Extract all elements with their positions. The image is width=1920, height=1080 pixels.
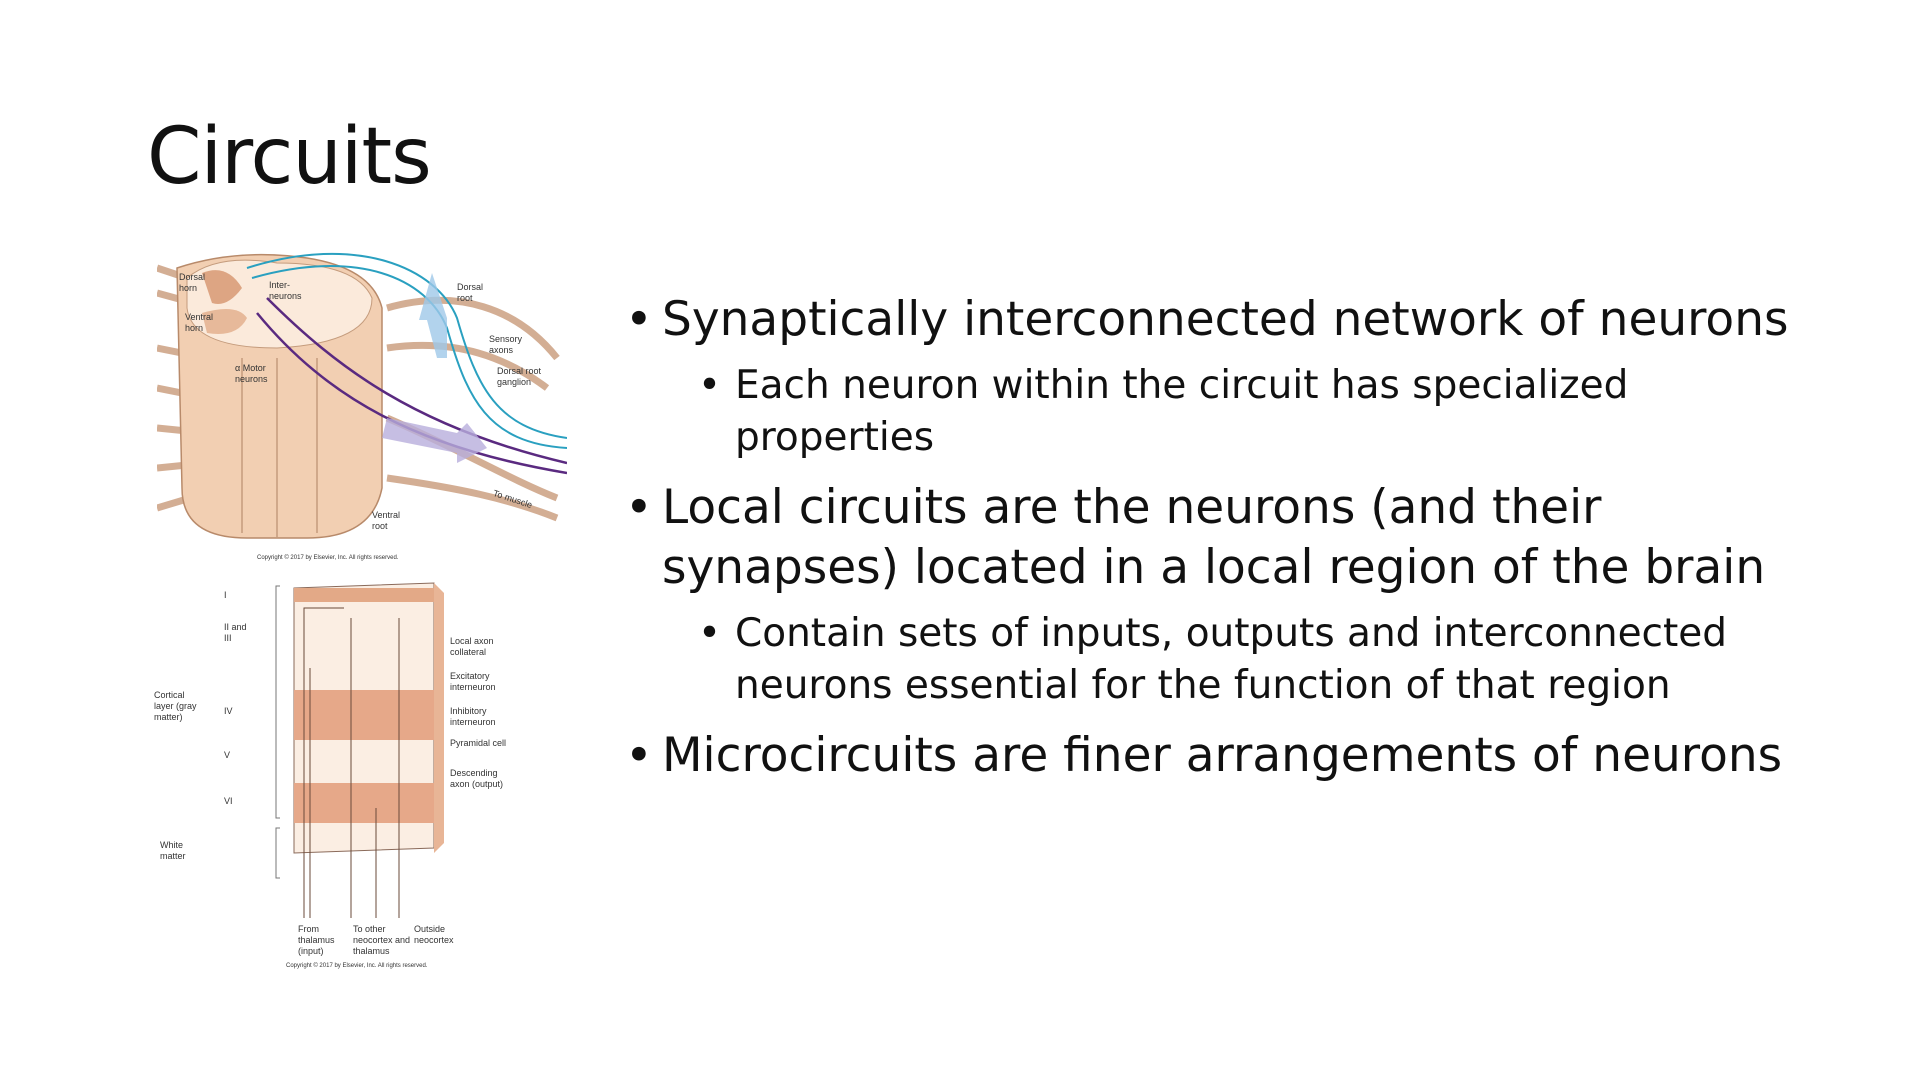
copyright-cortex: Copyright © 2017 by Elsevier, Inc. All r… (286, 963, 428, 969)
layer-IV: IV (224, 706, 233, 716)
label-dorsal-root: Dorsal root (457, 282, 484, 303)
layer-V: V (224, 750, 231, 760)
copyright-spinal: Copyright © 2017 by Elsevier, Inc. All r… (257, 555, 399, 561)
sensory-arrow-icon (419, 273, 447, 358)
label-to-other: To other neocortex and thalamus (353, 924, 411, 956)
bullet-3: Microcircuits are finer arrangements of … (625, 726, 1805, 786)
layer-VI: VI (224, 796, 233, 806)
slide-title: Circuits (147, 112, 432, 202)
bullet-2: Local circuits are the neurons (and thei… (625, 478, 1805, 598)
cortex-drawing (275, 582, 444, 918)
label-excitatory: Excitatory interneuron (450, 671, 496, 692)
sub-bullet-2: Contain sets of inputs, outputs and inte… (698, 608, 1805, 712)
layer-II-III: II and III (224, 622, 247, 643)
label-local-axon: Local axon collateral (450, 636, 494, 657)
layer-I: I (224, 590, 227, 600)
sub-bullet-1: Each neuron within the circuit has speci… (698, 360, 1805, 464)
label-descending: Descending axon (output) (450, 768, 504, 789)
motor-arrow-icon (382, 418, 487, 463)
bullet-1: Synaptically interconnected network of n… (625, 290, 1805, 350)
label-interneurons: Inter-neurons (269, 280, 302, 301)
label-outside: Outside neocortex (414, 924, 454, 945)
spinal-cord-drawing (157, 252, 567, 539)
label-inhibitory: Inhibitory interneuron (450, 706, 496, 727)
label-pyramidal: Pyramidal cell (450, 738, 507, 748)
label-sensory-axons: Sensory axons (489, 334, 523, 355)
label-ventral-horn: Ventral horn (185, 312, 214, 333)
label-from-thalamus: From thalamus (input) (298, 924, 335, 956)
bullet-list: Synaptically interconnected network of n… (625, 290, 1805, 796)
label-dorsal-horn: Dorsal horn (179, 272, 206, 293)
label-white-matter: White matter (160, 840, 186, 861)
label-ventral-root: Ventral root (372, 510, 401, 531)
label-motor-neurons: α Motor neurons (235, 363, 268, 384)
layer-brackets (275, 585, 280, 879)
cortex-layers-figure: I II and III IV V VI Cortical layer (gra… (150, 578, 530, 973)
label-dorsal-root-ganglion: Dorsal root ganglion (497, 366, 542, 387)
spinal-cord-figure: Dorsal horn Ventral horn Inter-neurons α… (157, 248, 567, 568)
label-cortical-layer: Cortical layer (gray matter) (154, 690, 197, 722)
